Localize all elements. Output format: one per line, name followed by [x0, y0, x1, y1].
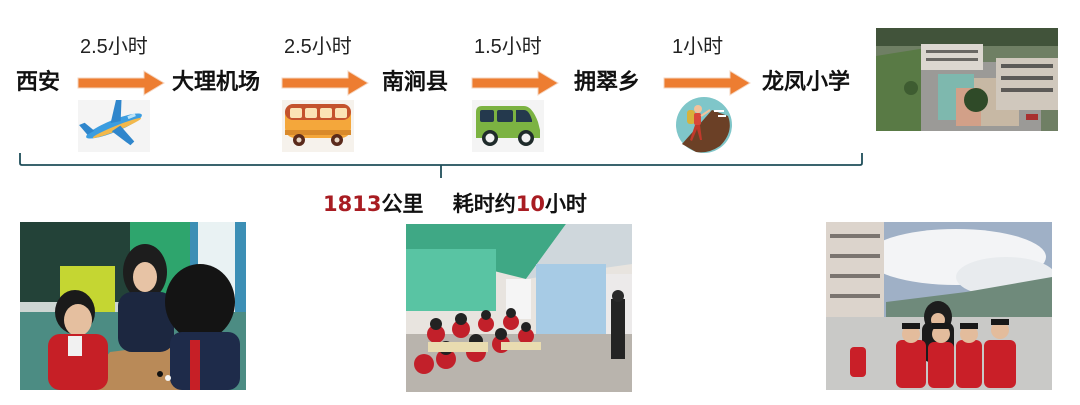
arrow-right-icon [77, 70, 165, 96]
hiker-icon [676, 97, 732, 153]
bus-icon [282, 100, 354, 152]
arrow-right-icon [281, 70, 369, 96]
arrow-right-icon [663, 70, 751, 96]
arrow-right-icon [471, 70, 559, 96]
school-aerial-photo [876, 28, 1058, 131]
place-dali-airport: 大理机场 [172, 70, 261, 95]
leg-time-3: 1.5小时 [474, 36, 542, 58]
airplane-icon [78, 100, 150, 152]
group-photo [826, 222, 1052, 390]
place-nanjian-county: 南涧县 [382, 70, 449, 95]
van-icon [472, 100, 544, 152]
distance-unit: 公里 [381, 192, 424, 216]
distance-value: 1813 [323, 192, 382, 216]
classroom-photo [406, 224, 632, 392]
leg-time-4: 1小时 [672, 36, 724, 58]
teacher-students-go-photo [20, 222, 246, 390]
leg-time-1: 2.5小时 [80, 36, 148, 58]
leg-time-2: 2.5小时 [284, 36, 352, 58]
duration-prefix: 耗时约 [452, 192, 516, 216]
duration-value: 10 [515, 192, 545, 216]
duration-unit: 小时 [544, 192, 587, 216]
place-xian: 西安 [16, 70, 61, 95]
route-summary: 1813公里 耗时约10小时 [323, 191, 587, 217]
brace-bracket [19, 153, 863, 178]
place-yongcui-township: 拥翠乡 [574, 70, 641, 95]
place-longfeng-school: 龙凤小学 [762, 70, 851, 95]
